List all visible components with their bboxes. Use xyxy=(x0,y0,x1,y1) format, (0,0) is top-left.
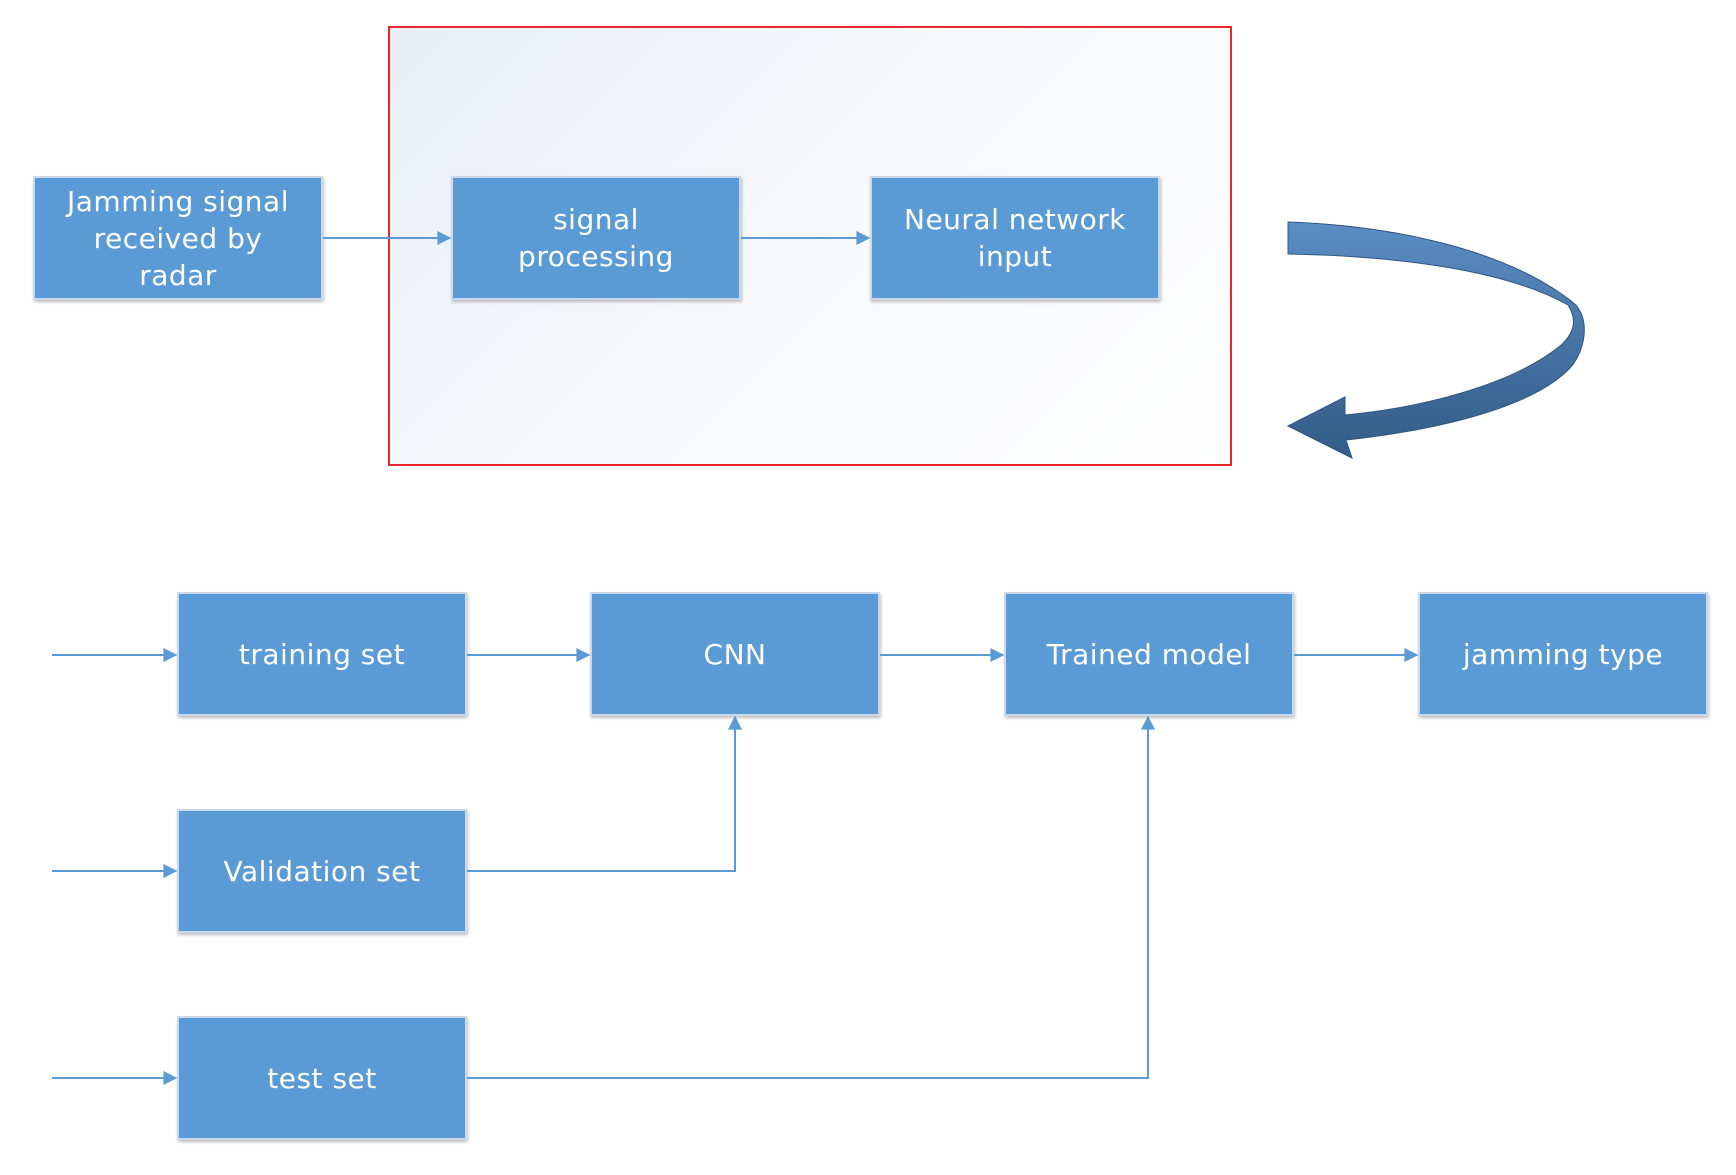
node-neural-network-input: Neural network input xyxy=(870,176,1160,300)
node-validation-set: Validation set xyxy=(177,809,467,933)
edge-test-to-model xyxy=(467,715,1155,1079)
node-training-set-label: training set xyxy=(238,637,406,671)
node-signal-processing: signal processing xyxy=(451,176,741,300)
edge-validation-to-cnn xyxy=(467,715,742,872)
node-jamming-type: jamming type xyxy=(1418,592,1708,716)
node-signal-processing-label: signal processing xyxy=(518,203,674,273)
node-jamming-signal-label: Jamming signal received by radar xyxy=(67,184,289,292)
node-validation-set-label: Validation set xyxy=(223,854,421,888)
node-test-set-label: test set xyxy=(267,1061,377,1095)
node-test-set: test set xyxy=(177,1016,467,1140)
node-cnn: CNN xyxy=(590,592,880,716)
node-jamming-type-label: jamming type xyxy=(1462,637,1664,671)
node-jamming-signal: Jamming signal received by radar xyxy=(33,176,323,300)
node-neural-network-input-label: Neural network input xyxy=(904,203,1126,273)
node-trained-model: Trained model xyxy=(1004,592,1294,716)
node-trained-model-label: Trained model xyxy=(1046,637,1252,671)
node-cnn-label: CNN xyxy=(703,637,767,671)
curved-return-arrow-icon xyxy=(1286,221,1585,459)
node-training-set: training set xyxy=(177,592,467,716)
